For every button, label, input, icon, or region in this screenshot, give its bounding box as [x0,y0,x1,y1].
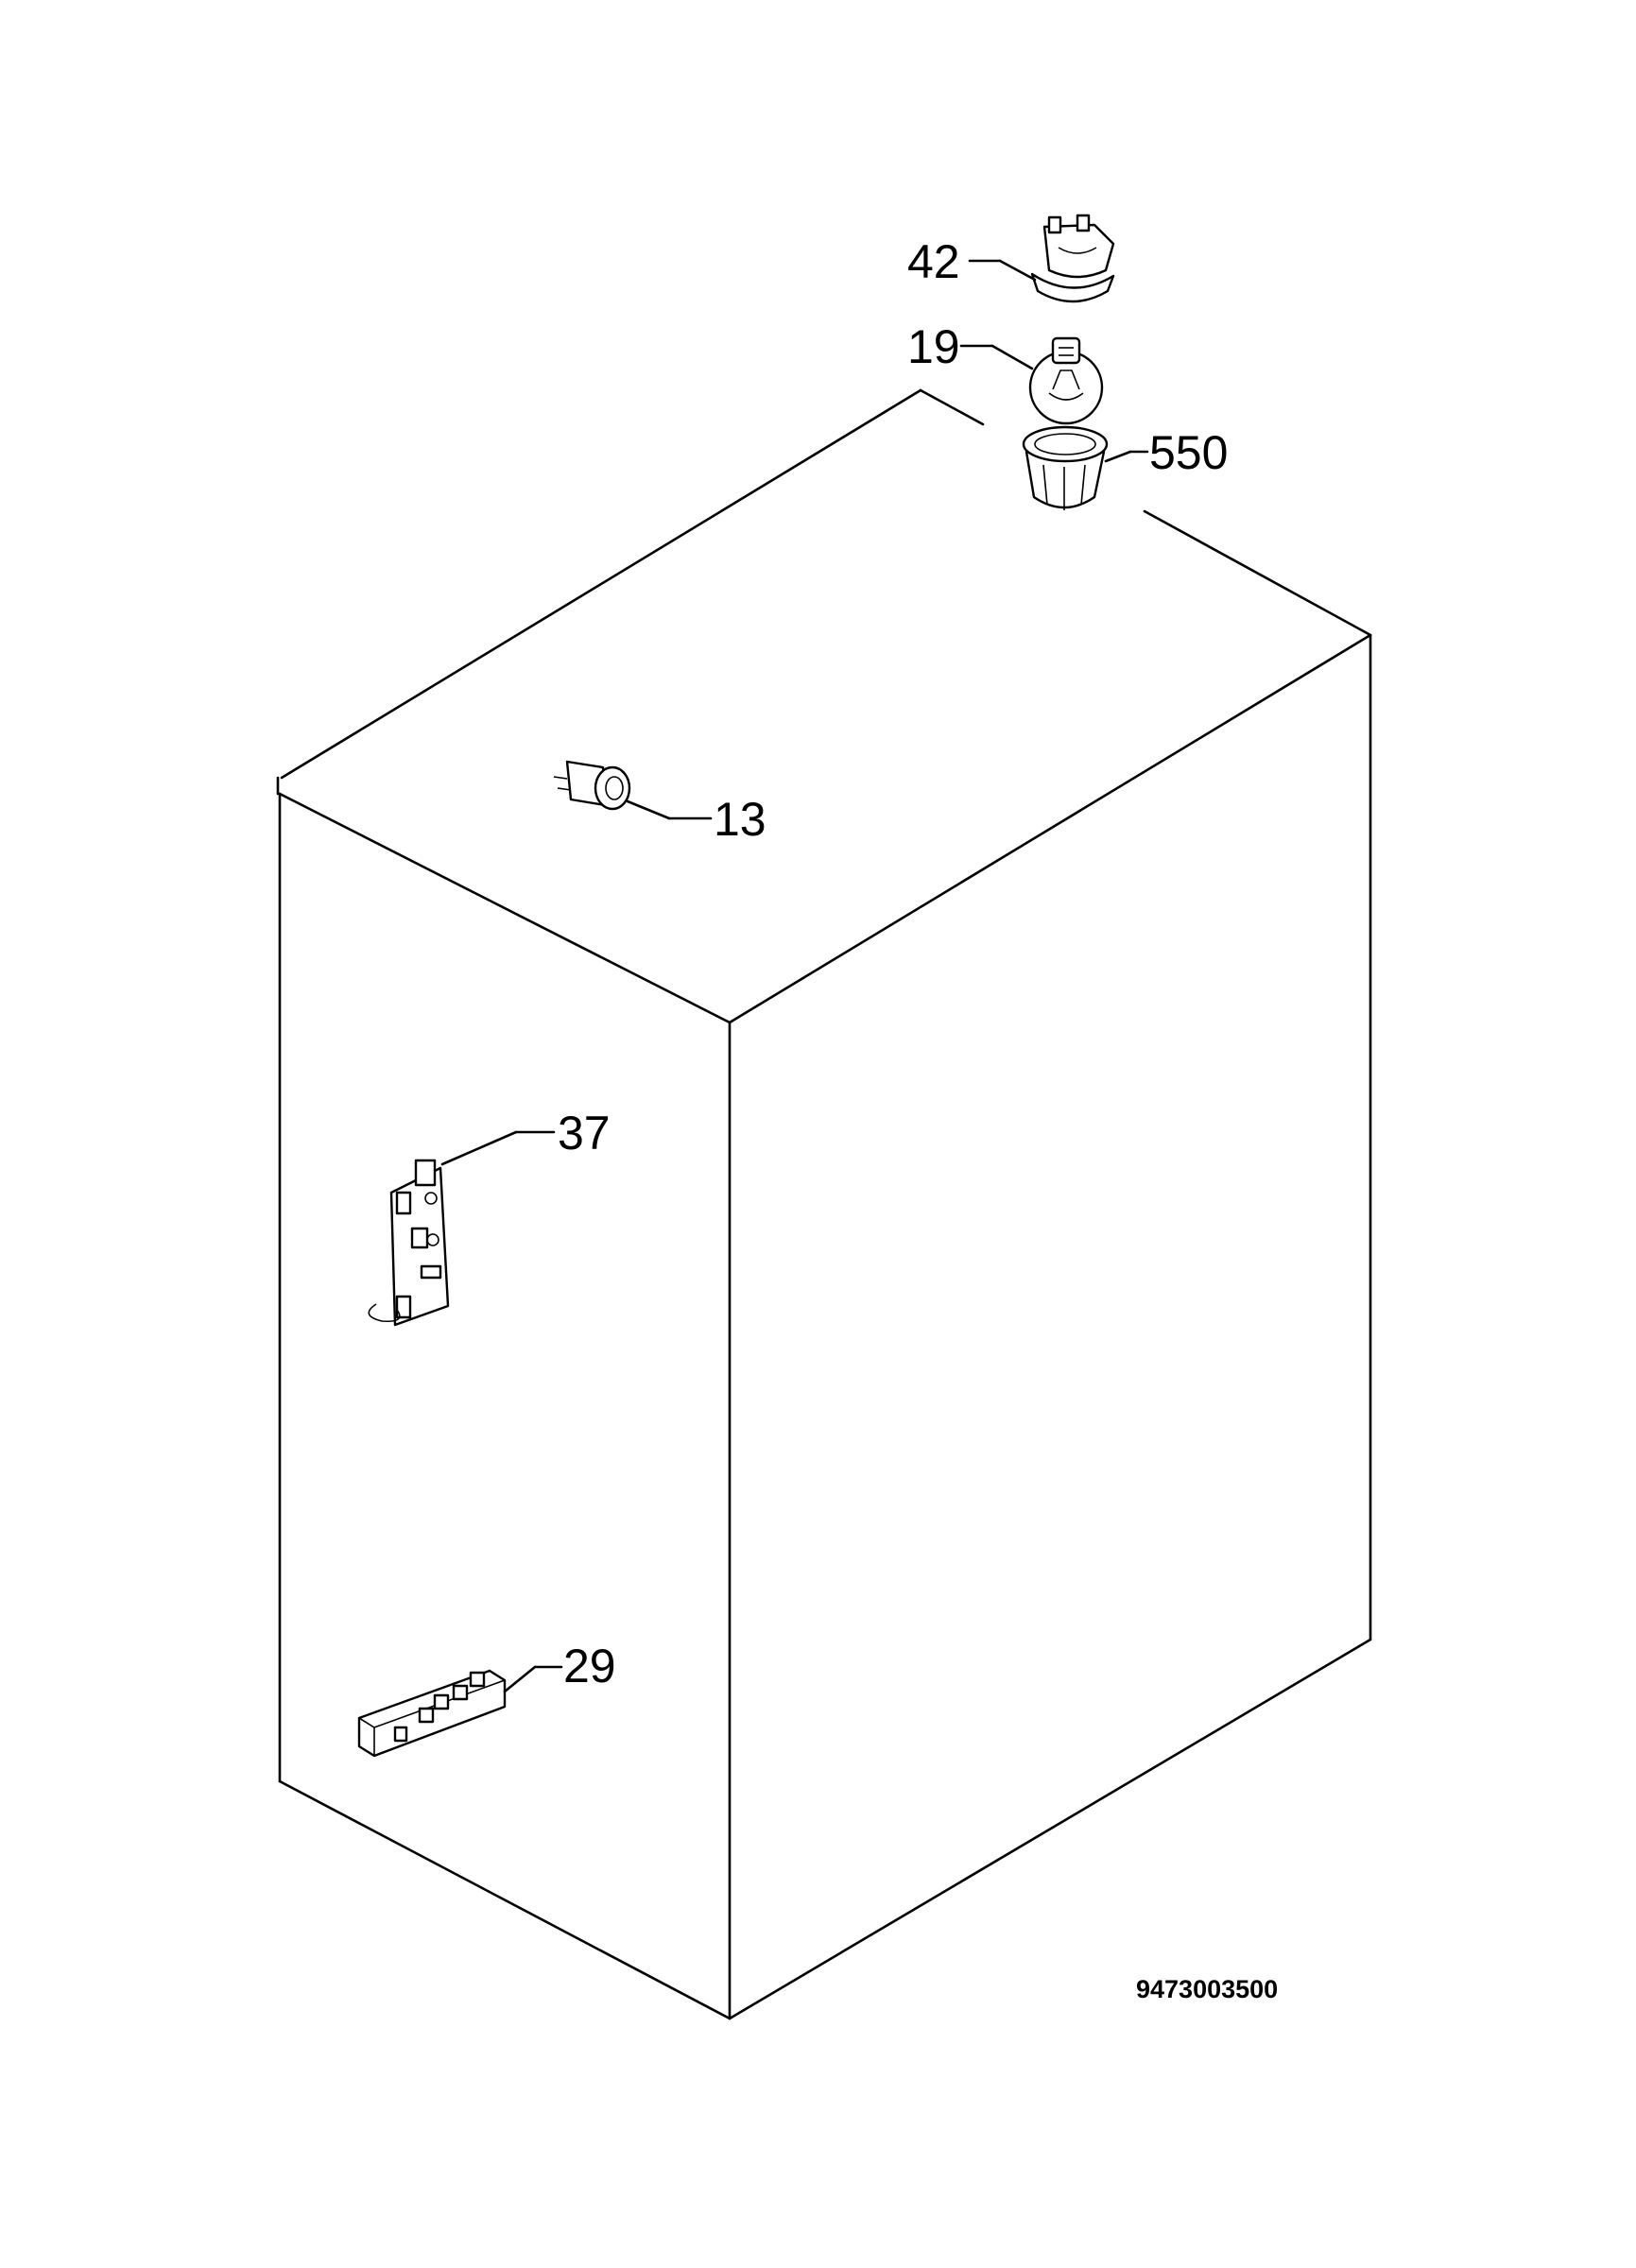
part-19-lamp-bulb: 19 [907,320,1104,425]
part-13-indicator: 13 [553,760,766,846]
callout-label-37: 37 [558,1107,611,1160]
callout-label-29: 29 [563,1640,616,1692]
part-29-terminal-block: 29 [357,1640,616,1758]
drawing-code: 9473003500 [1136,1975,1278,2003]
callout-label-42: 42 [907,235,960,288]
part-42-lamp-cap: 42 [907,214,1115,303]
cabinet-box [276,388,1372,2020]
callout-label-550: 550 [1149,426,1228,479]
part-37-control-board: 37 [368,1107,611,1327]
callout-label-13: 13 [714,793,766,846]
part-550-lamp-cover: 550 [1022,425,1228,510]
callout-label-19: 19 [907,320,960,373]
